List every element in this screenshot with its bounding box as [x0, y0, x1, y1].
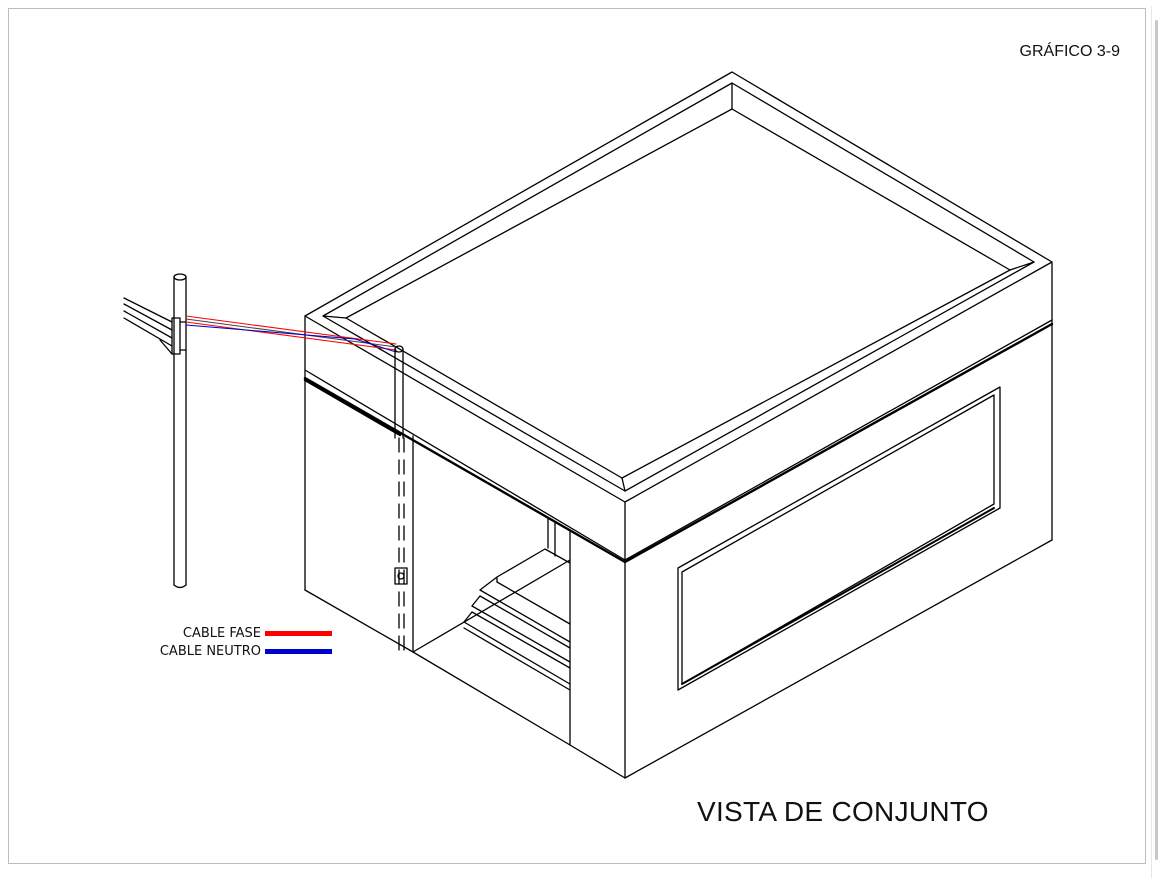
- service-mast: [394, 345, 408, 653]
- scrollbar-thumb[interactable]: [1155, 20, 1158, 860]
- roof-parapet: [304, 71, 1053, 561]
- legend-swatch-blue: [265, 648, 332, 654]
- window: [677, 386, 1001, 691]
- legend-item-phase: CABLE FASE: [110, 624, 332, 642]
- legend-label: CABLE NEUTRO: [159, 643, 261, 659]
- figure-label: GRÁFICO 3-9: [1019, 43, 1120, 60]
- utility-pole: [123, 273, 187, 589]
- drawing-sheet: [8, 8, 1146, 864]
- drawing-title: VISTA DE CONJUNTO: [697, 796, 989, 827]
- service-drop-cables: [185, 315, 397, 353]
- vertical-scrollbar[interactable]: [1151, 6, 1160, 878]
- cable-legend: CABLE FASE CABLE NEUTRO: [110, 624, 332, 660]
- legend-label: CABLE FASE: [182, 625, 261, 641]
- legend-item-neutral: CABLE NEUTRO: [110, 642, 332, 660]
- building-walls: [304, 319, 1053, 779]
- stairs: [463, 517, 571, 691]
- legend-swatch-red: [265, 630, 332, 636]
